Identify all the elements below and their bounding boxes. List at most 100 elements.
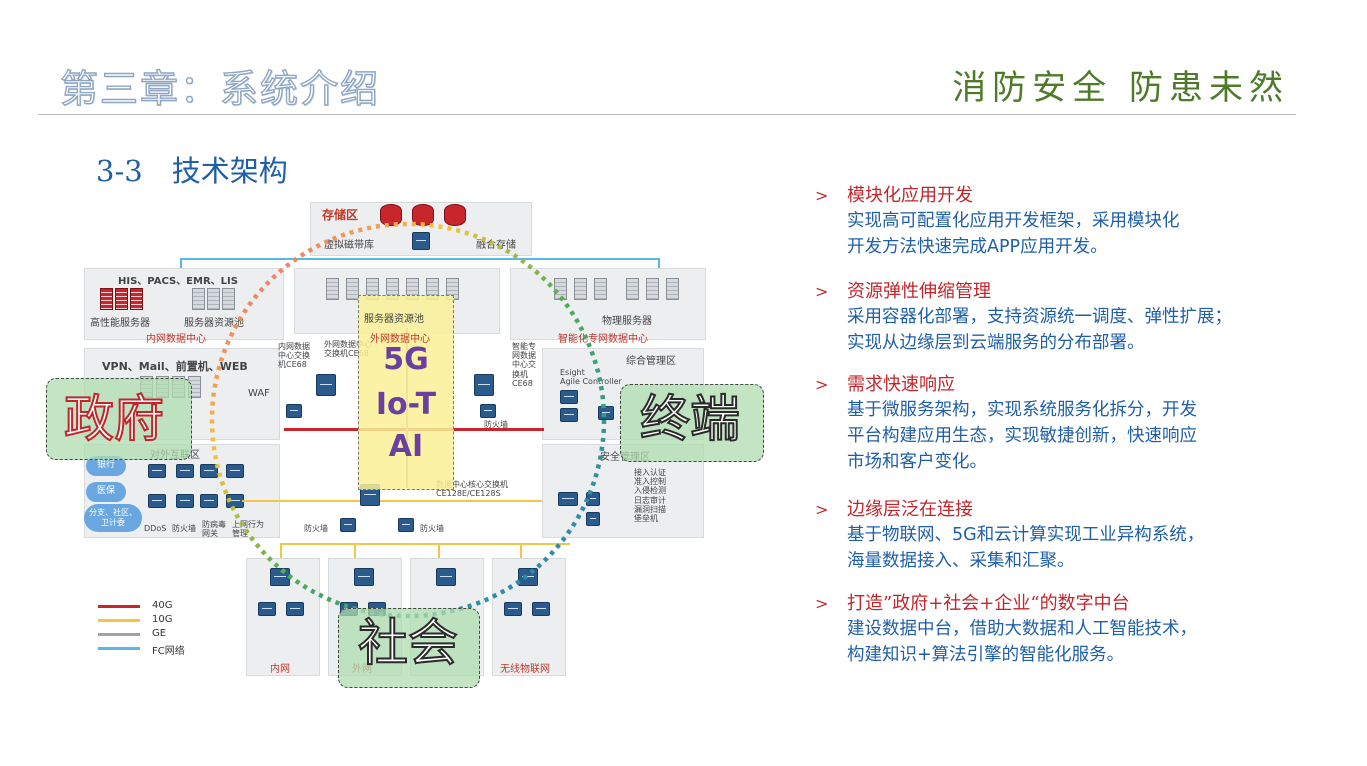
server-rack-icon <box>554 278 567 300</box>
server-rack-icon <box>594 278 607 300</box>
smart-switch-label: 智能专 网数据 中心交 换机 CE68 <box>512 342 536 388</box>
fc-line <box>180 258 182 270</box>
firewall-label: 防火墙 <box>484 420 508 429</box>
legend-ge-line <box>98 633 140 636</box>
core-label-ai: AI <box>388 429 424 464</box>
10g-line <box>438 543 440 563</box>
access-device-icon <box>258 602 276 616</box>
server-rack-icon <box>326 278 339 300</box>
server-rack-icon <box>366 278 379 300</box>
feature-item: > 边缘层泛在连接 基于物联网、5G和云计算实现工业异构系统， 海量数据接入、采集… <box>815 498 1335 574</box>
server-pool-left-label: 服务器资源池 <box>184 318 244 329</box>
core-label-5g: 5G <box>383 342 429 377</box>
core-switch-label: 数据中心核心交换机 CE128E/CE128S <box>436 480 508 499</box>
server-rack-icon <box>192 288 205 310</box>
feature-item: > 模块化应用开发 实现高可配置化应用开发框架，采用模块化 开发方法快速完成APP… <box>815 184 1335 260</box>
security-items-label: 接入认证 准入控制 入侵检测 日志审计 漏洞扫描 堡垒机 <box>634 468 666 523</box>
gov-label: 政府 <box>63 390 165 448</box>
network-device-icon <box>200 494 218 508</box>
legend-10g-label: 10G <box>152 614 173 625</box>
smart-dc-label: 智能化专网数据中心 <box>558 334 648 345</box>
legend-fc-label: FC网络 <box>152 646 185 657</box>
esight-label: Esight Agile Controller <box>560 368 622 387</box>
server-rack-icon <box>207 288 220 310</box>
bottom-intranet-label: 内网 <box>270 664 290 675</box>
smart-switch-icon <box>474 374 494 396</box>
bank-cloud: 银行 <box>86 456 126 476</box>
fc-line <box>658 258 660 270</box>
network-device-icon <box>176 494 194 508</box>
intranet-dc-label: 内网数据中心 <box>146 334 206 345</box>
section-title: 3-3 技术架构 <box>96 154 288 188</box>
legend-10g-line <box>98 619 140 622</box>
feature-title: 模块化应用开发 <box>847 185 973 206</box>
architecture-diagram: 存储区 虚拟磁带库 融合存储 HIS、PACS、EMR、LIS 高性能服务器 服… <box>46 198 780 688</box>
server-rack-icon <box>446 278 459 300</box>
chevron-right-icon: > <box>815 186 829 205</box>
network-device-icon <box>558 492 578 506</box>
feature-desc: 基于物联网、5G和云计算实现工业异构系统， 海量数据接入、采集和汇聚。 <box>847 525 1205 571</box>
server-pool-mid-label: 服务器资源池 <box>364 314 424 325</box>
access-device-icon <box>532 602 550 616</box>
network-device-icon <box>148 464 166 478</box>
chevron-right-icon: > <box>815 594 829 613</box>
terminal-label-box <box>620 384 764 462</box>
network-device-icon <box>586 512 600 526</box>
society-label-box <box>338 608 480 688</box>
firewall-icon <box>340 518 356 532</box>
legend-ge-label: GE <box>152 628 167 639</box>
firewall-icon <box>286 404 302 418</box>
server-rack-icon <box>646 278 659 300</box>
slogan: 消防安全 防患未然 <box>952 68 1289 108</box>
converged-storage-label: 融合存储 <box>476 240 516 251</box>
10g-line <box>280 543 570 545</box>
server-rack-icon <box>626 278 639 300</box>
feature-item: >需求快速响应 基于微服务架构，实现系统服务化拆分，开发 平台构建应用生态，实现… <box>815 373 1335 475</box>
behavior-label: 上网行为 管理 <box>232 520 264 539</box>
chevron-right-icon: > <box>815 282 829 301</box>
extranet-switch-label: 外网数据中心 交换机CE68 <box>324 340 372 359</box>
server-rack-icon <box>406 278 419 300</box>
bottom-wireless-label: 无线物联网 <box>500 664 550 675</box>
storage-disk-icon <box>444 204 466 226</box>
10g-line <box>354 543 356 563</box>
server-rack-icon <box>386 278 399 300</box>
server-rack-icon <box>426 278 439 300</box>
chevron-right-icon: > <box>815 375 829 394</box>
firewall-icon <box>398 518 414 532</box>
gov-label-box <box>46 378 192 460</box>
waf-label: WAF <box>248 388 270 399</box>
server-rack-icon <box>666 278 679 300</box>
mgmt-label: 综合管理区 <box>626 356 676 367</box>
vpn-label: VPN、Mail、前置机、WEB <box>102 360 248 373</box>
feature-desc: 基于微服务架构，实现系统服务化拆分，开发 平台构建应用生态，实现敏捷创新，快速响… <box>847 400 1197 472</box>
feature-title: 边缘层泛在连接 <box>847 499 973 520</box>
feature-desc: 实现高可配置化应用开发框架，采用模块化 开发方法快速完成APP应用开发。 <box>847 211 1180 257</box>
legend-40g-line <box>98 605 140 608</box>
network-device-icon <box>200 464 218 478</box>
feature-item: >资源弹性伸缩管理 采用容器化部署，支持资源统一调度、弹性扩展； 实现从边缘层到… <box>815 280 1335 356</box>
storage-disk-icon <box>380 204 402 226</box>
chevron-right-icon: > <box>815 500 829 519</box>
intranet-switch-label: 内网数据 中心交换 机CE68 <box>278 342 310 370</box>
server-rack-icon <box>222 288 235 310</box>
society-label: 社会 <box>357 614 459 672</box>
server-rack-icon <box>346 278 359 300</box>
access-switch-icon <box>354 568 374 586</box>
fc-line <box>180 258 660 260</box>
antivirus-label: 防病毒 网关 <box>202 520 226 539</box>
server-rack-icon <box>100 288 113 310</box>
feature-title: 打造”政府+社会+企业“的数字中台 <box>847 593 1130 614</box>
network-device-icon <box>560 390 578 404</box>
header-divider <box>38 114 1296 115</box>
network-device-icon <box>226 464 244 478</box>
network-device-icon <box>560 408 578 422</box>
virtual-tape-label: 虚拟磁带库 <box>324 240 374 251</box>
ddos-label: DDoS <box>144 524 167 533</box>
extranet-dc-label: 外网数据中心 <box>370 334 430 345</box>
core-highlight-box <box>358 295 454 490</box>
firewall-label: 防火墙 <box>172 524 196 533</box>
feature-title: 资源弹性伸缩管理 <box>847 281 991 302</box>
10g-line <box>520 543 522 563</box>
branch-cloud: 分支、社区、 卫计委 <box>84 504 142 532</box>
